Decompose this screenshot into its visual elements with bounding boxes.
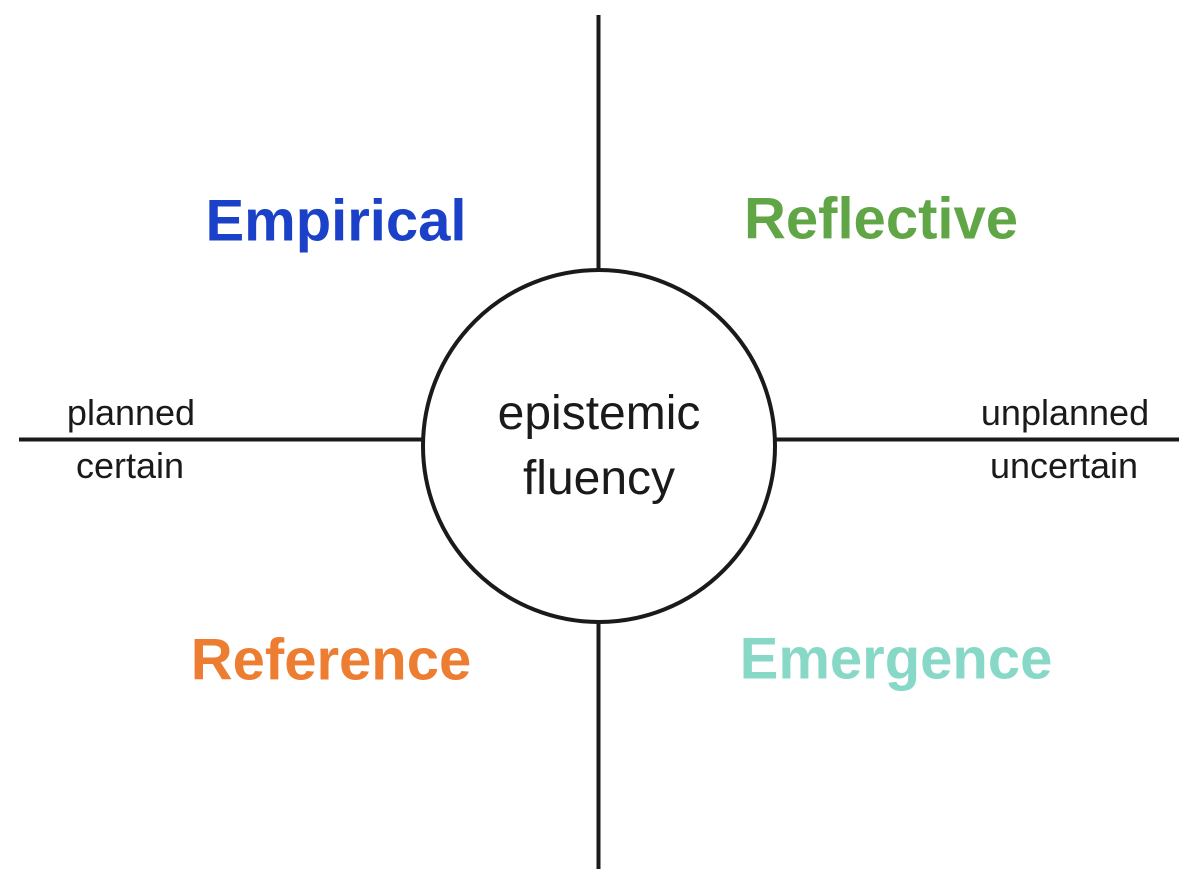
center-circle-label-line2: fluency bbox=[522, 452, 676, 505]
quadrant-label-reference: Reference bbox=[190, 627, 472, 693]
center-circle-label-line1: epistemic bbox=[497, 387, 701, 440]
quadrant-label-empirical: Empirical bbox=[205, 188, 467, 254]
axis-label-unplanned: unplanned bbox=[980, 392, 1150, 433]
axis-label-uncertain: uncertain bbox=[989, 445, 1139, 486]
center-circle bbox=[421, 268, 777, 624]
axis-label-planned: planned bbox=[66, 392, 196, 433]
center-circle-label: epistemic fluency bbox=[498, 381, 701, 511]
quadrant-label-emergence: Emergence bbox=[739, 626, 1053, 692]
quadrant-label-reflective: Reflective bbox=[743, 186, 1019, 252]
axis-label-certain: certain bbox=[75, 445, 185, 486]
